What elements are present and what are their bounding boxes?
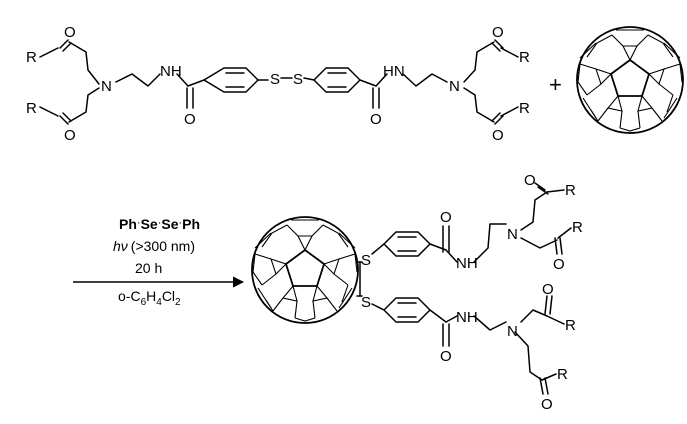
atom-n-upper: N — [507, 226, 518, 243]
reaction-conditions: Ph·Se·Se·Ph hν(>300 nm) 20 h o-C6H4Cl2 — [73, 216, 245, 308]
atom-r-ur: R — [519, 49, 530, 66]
atom-o-ul: O — [64, 24, 76, 41]
atom-hn-right: HN — [383, 63, 405, 80]
atom-o-ur: O — [492, 24, 504, 41]
atom-o-upper-amide: O — [440, 209, 452, 226]
disulfide-reactant: R O R O N NH O S S O HN N O R O R — [26, 24, 530, 144]
atom-o-upper-1: O — [524, 172, 536, 189]
product-substituents: S S O NH N O R O R NH O N O R O R — [356, 172, 583, 413]
atom-r-upper-1: R — [565, 182, 576, 199]
atom-r-ul: R — [26, 49, 37, 66]
atom-s-lower: S — [361, 294, 371, 311]
atom-n-left: N — [101, 78, 112, 95]
atom-o-upper-2: O — [553, 256, 565, 273]
atom-o-amide-left: O — [184, 111, 196, 128]
solvent-dichlorobenzene: o-C6H4Cl2 — [118, 288, 181, 308]
atom-o-lower-amide: O — [440, 348, 452, 365]
atom-nh-upper: NH — [456, 255, 478, 272]
atom-r-upper-2: R — [572, 219, 583, 236]
fullerene-c60-reactant — [576, 26, 684, 134]
atom-n-right: N — [449, 78, 460, 95]
light-condition: hν(>300 nm) — [113, 238, 195, 254]
reagent-diphenyl-diselenide: Ph·Se·Se·Ph — [119, 216, 200, 232]
atom-s-right: S — [293, 71, 303, 88]
fullerene-c60-product — [251, 216, 359, 324]
atom-s-left: S — [270, 71, 280, 88]
atom-o-amide-right: O — [370, 111, 382, 128]
reaction-time: 20 h — [135, 260, 162, 276]
atom-o-lower-2: O — [541, 396, 553, 413]
plus-sign: + — [549, 72, 562, 97]
atom-r-lower-2: R — [557, 366, 568, 383]
atom-o-lr: O — [492, 127, 504, 144]
atom-o-ll: O — [64, 127, 76, 144]
atom-n-lower: N — [507, 323, 518, 340]
atom-nh-left: NH — [160, 63, 182, 80]
atom-r-ll: R — [26, 100, 37, 117]
atom-o-lower-1: O — [542, 281, 554, 298]
atom-r-lr: R — [519, 100, 530, 117]
atom-s-upper: S — [361, 252, 371, 269]
atom-nh-lower: NH — [456, 309, 478, 326]
atom-r-lower-1: R — [565, 317, 576, 334]
